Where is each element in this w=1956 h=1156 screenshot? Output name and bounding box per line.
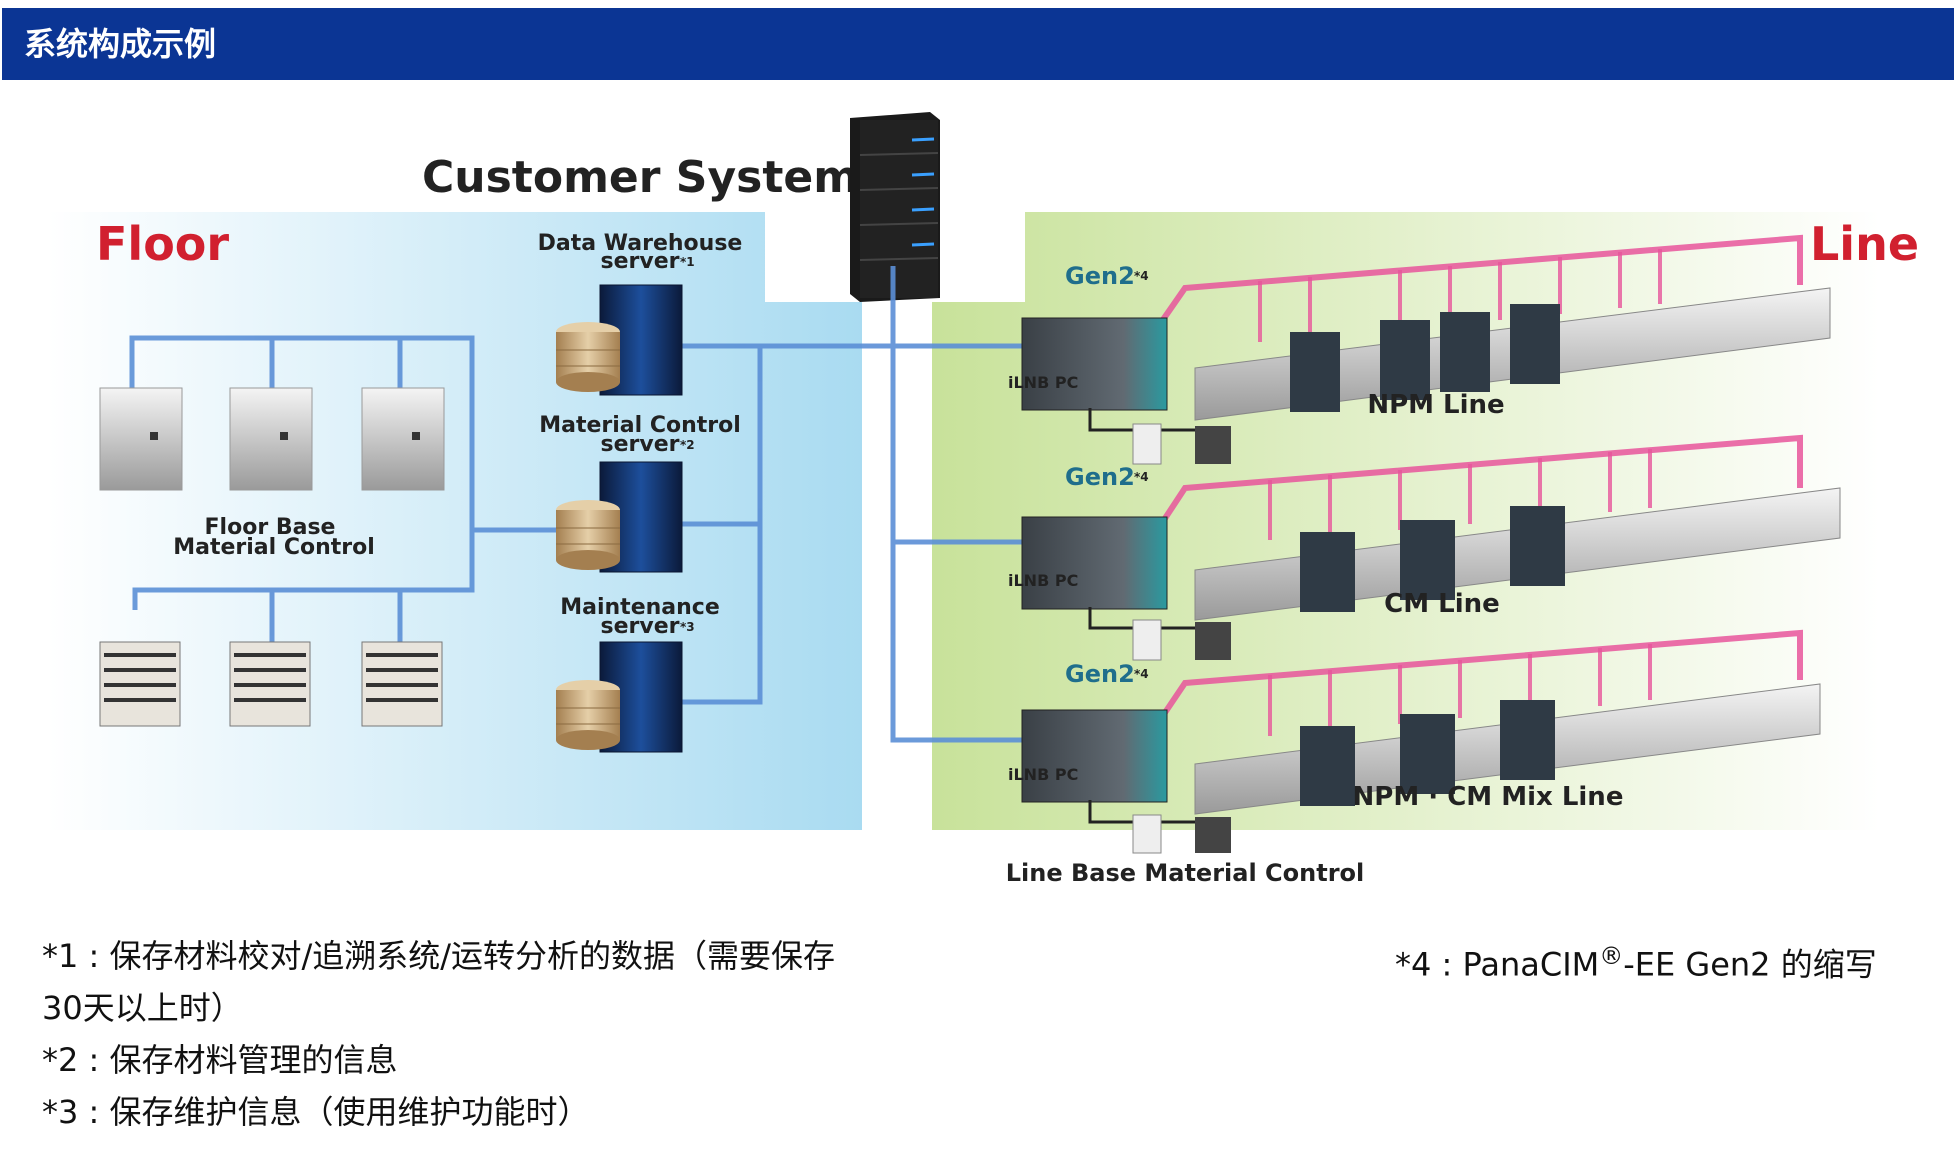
floor-base-label-1: Floor Base [205, 515, 336, 540]
line-title: Line [1810, 217, 1919, 271]
registered-mark: ® [1599, 942, 1624, 970]
gen2-label-2: Gen2 [1065, 660, 1135, 688]
gen2-mark-0: *4 [1134, 269, 1149, 283]
ilnb-pc-label-2: iLNB PC [1008, 765, 1078, 784]
production-line-npm [1021, 234, 1831, 465]
server-2-label-1: Material Control [539, 413, 741, 438]
server-3-label-1: Maintenance [560, 595, 720, 620]
server-3-mark: *3 [680, 620, 695, 634]
footnote-4-suffix: -EE Gen2 的缩写 [1623, 945, 1877, 984]
floor-cabinets-top [99, 387, 445, 491]
floor-base-label-2: Material Control [173, 535, 375, 560]
server-1-label-2: server [601, 249, 680, 274]
server-2-label-2: server [601, 432, 680, 457]
floor-area [48, 212, 862, 830]
floor-title: Floor [96, 217, 229, 271]
production-line-cm [1021, 434, 1841, 661]
line-name-2: NPM · CM Mix Line [1353, 782, 1624, 812]
floor-racks-bottom [99, 641, 443, 727]
gen2-label-0: Gen2 [1065, 262, 1135, 290]
customer-system-title: Customer System [422, 152, 859, 203]
footnote-1-line1: *1 : 保存材料校对/追溯系统/运转分析的数据（需要保存 [42, 937, 836, 975]
gen2-label-1: Gen2 [1065, 463, 1135, 491]
header-title: 系统构成示例 [24, 25, 217, 63]
gen2-mark-1: *4 [1134, 470, 1149, 484]
server-1-mark: *1 [680, 255, 695, 269]
server-3-icon [556, 641, 683, 753]
footnotes-left: *1 : 保存材料校对/追溯系统/运转分析的数据（需要保存 30天以上时） *2… [42, 930, 942, 1138]
ilnb-pc-label-0: iLNB PC [1008, 373, 1078, 392]
footnotes-right: *4 : PanaCIM®-EE Gen2 的缩写 [1395, 930, 1935, 991]
footnote-2: *2 : 保存材料管理的信息 [42, 1041, 398, 1079]
line-name-0: NPM Line [1367, 390, 1504, 420]
footnote-4: *4 : PanaCIM®-EE Gen2 的缩写 [1395, 930, 1935, 991]
page-header: 系统构成示例 [2, 8, 1954, 80]
server-3-label-2: server [601, 614, 680, 639]
network-lines [129, 266, 1025, 743]
footnote-1-line2: 30天以上时） [42, 989, 243, 1027]
server-1-icon [556, 284, 683, 396]
gen2-mark-2: *4 [1134, 667, 1149, 681]
production-line-mix [1021, 629, 1821, 854]
server-2-mark: *2 [680, 438, 695, 452]
footnote-3: *3 : 保存维护信息（使用维护功能时） [42, 1093, 590, 1131]
server-1-label-1: Data Warehouse [538, 231, 743, 256]
customer-server-icon [850, 112, 940, 302]
system-diagram: Customer System Floor Line [48, 112, 1919, 887]
line-name-1: CM Line [1384, 589, 1500, 619]
footnote-4-prefix: *4 : PanaCIM [1395, 945, 1600, 984]
ilnb-pc-label-1: iLNB PC [1008, 571, 1078, 590]
line-base-label: Line Base Material Control [1006, 859, 1365, 887]
server-2-icon [556, 461, 683, 573]
